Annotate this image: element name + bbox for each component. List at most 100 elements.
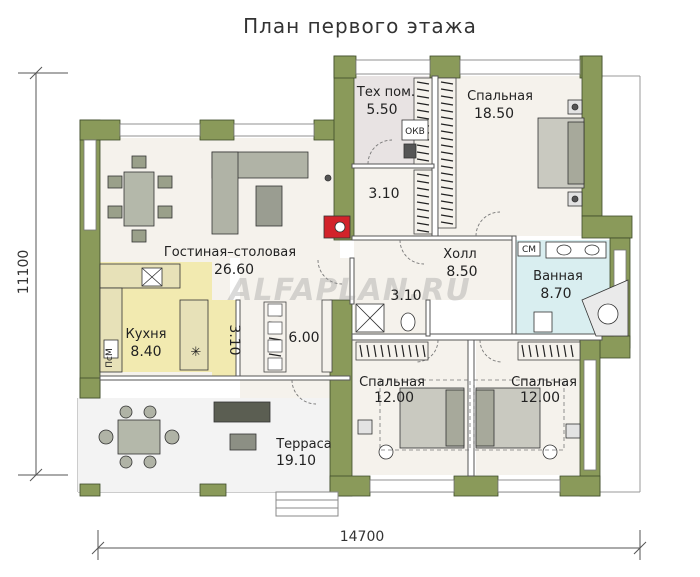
corridor-area: 6.00 — [288, 330, 319, 346]
hanger-mark — [394, 344, 398, 358]
hanger-mark — [373, 344, 377, 358]
sofa — [211, 151, 309, 235]
hanger-mark — [440, 88, 454, 92]
hanger-mark — [440, 214, 454, 218]
hanger-mark — [416, 208, 430, 212]
hanger-mark — [416, 109, 430, 113]
dimension-width: 14700 — [340, 529, 385, 545]
okv-label: ОКВ — [405, 127, 425, 137]
hanger-mark — [416, 222, 430, 226]
hanger-mark — [416, 173, 430, 177]
pantry-shelves — [267, 303, 283, 371]
kitchen-area: 8.40 — [130, 344, 161, 360]
tech-name: Тех пом. — [356, 85, 415, 100]
hanger-mark — [387, 344, 391, 358]
bedroom-left-area: 12.00 — [374, 390, 414, 406]
dimension-left — [18, 66, 68, 482]
fireplace — [323, 215, 351, 239]
hanger-mark — [440, 186, 454, 190]
hanger-mark — [563, 344, 567, 358]
room-labels: Тех пом. 5.50 Спальная 18.50 3.10 Гостин… — [105, 85, 583, 469]
hanger-mark — [416, 201, 430, 205]
bedroom-left-name: Спальная — [359, 375, 425, 390]
hanger-mark — [440, 123, 454, 127]
hanger-mark — [416, 81, 430, 85]
terrace-steps — [275, 491, 339, 517]
floor-hall — [354, 240, 514, 300]
inner-walls — [99, 75, 603, 477]
hanger-mark — [549, 344, 553, 358]
hanger-mark — [440, 207, 454, 211]
hanger-mark — [556, 344, 560, 358]
hanger-mark — [535, 344, 539, 358]
hanger-mark — [416, 180, 430, 184]
bed-right — [475, 387, 581, 460]
wc-fixtures — [355, 303, 416, 333]
dining-table — [107, 155, 173, 243]
bedroom-right-area: 12.00 — [520, 390, 560, 406]
dimension-height: 11100 — [16, 250, 32, 295]
terrace-sofa — [213, 401, 271, 451]
hanger-mark — [440, 172, 454, 176]
floor-pantry — [212, 300, 240, 378]
bedroom-main-area: 18.50 — [474, 106, 514, 122]
hanger-mark — [440, 116, 454, 120]
hanger-mark — [440, 144, 454, 148]
hanger-mark — [416, 158, 430, 162]
hanger-mark — [440, 221, 454, 225]
hanger-mark — [401, 344, 405, 358]
plan-title: План первого этажа — [243, 14, 477, 38]
hanger-mark — [440, 158, 454, 162]
washer-label: СМ — [522, 245, 536, 255]
hanger-mark — [416, 102, 430, 106]
storage-area: 3.10 — [368, 186, 399, 202]
terrace-table — [98, 405, 180, 469]
hanger-mark — [416, 151, 430, 155]
hanger-mark — [359, 344, 363, 358]
hanger-mark — [440, 193, 454, 197]
hanger-mark — [542, 344, 546, 358]
hanger-mark — [440, 151, 454, 155]
hanger-mark — [528, 344, 532, 358]
hanger-mark — [440, 102, 454, 106]
hanger-mark — [416, 229, 430, 233]
hanger-mark — [416, 194, 430, 198]
pm-label: ПсМ — [105, 348, 115, 367]
hanger-mark — [440, 109, 454, 113]
bath-area: 8.70 — [540, 286, 571, 302]
kitchen-name: Кухня — [126, 327, 167, 342]
hanger-mark — [440, 179, 454, 183]
hanger-mark — [440, 81, 454, 85]
hanger-mark — [416, 116, 430, 120]
wc-area: 3.10 — [390, 288, 421, 304]
hanger-mark — [408, 344, 412, 358]
hanger-mark — [380, 344, 384, 358]
bedroom-rugs — [379, 379, 565, 451]
hanger-mark — [440, 200, 454, 204]
hanger-mark — [440, 130, 454, 134]
hanger-mark — [416, 215, 430, 219]
living-name: Гостиная–столовая — [164, 245, 296, 260]
boiler-equipment — [324, 119, 429, 182]
doors — [291, 139, 503, 405]
hall-area: 8.50 — [446, 264, 477, 280]
hanger-mark — [268, 353, 282, 357]
hanger-mark — [440, 137, 454, 141]
hanger-mark — [440, 95, 454, 99]
watermark: ALFAPLAN.RU — [227, 273, 470, 308]
hanger-mark — [570, 344, 574, 358]
hanger-mark — [415, 344, 419, 358]
bedroom-right-name: Спальная — [511, 375, 577, 390]
living-area: 26.60 — [214, 262, 254, 278]
kitchen-counters — [99, 263, 209, 373]
hall-name: Холл — [443, 247, 476, 262]
hob-icon: ✳ — [191, 345, 202, 360]
terrace-name: Терраса — [275, 437, 332, 452]
terrace-area: 19.10 — [276, 453, 316, 469]
hanger-mark — [416, 144, 430, 148]
hanger-mark — [416, 187, 430, 191]
dimension-bottom — [91, 530, 647, 560]
hanger-mark — [521, 344, 525, 358]
bath-name: Ванная — [533, 269, 583, 284]
